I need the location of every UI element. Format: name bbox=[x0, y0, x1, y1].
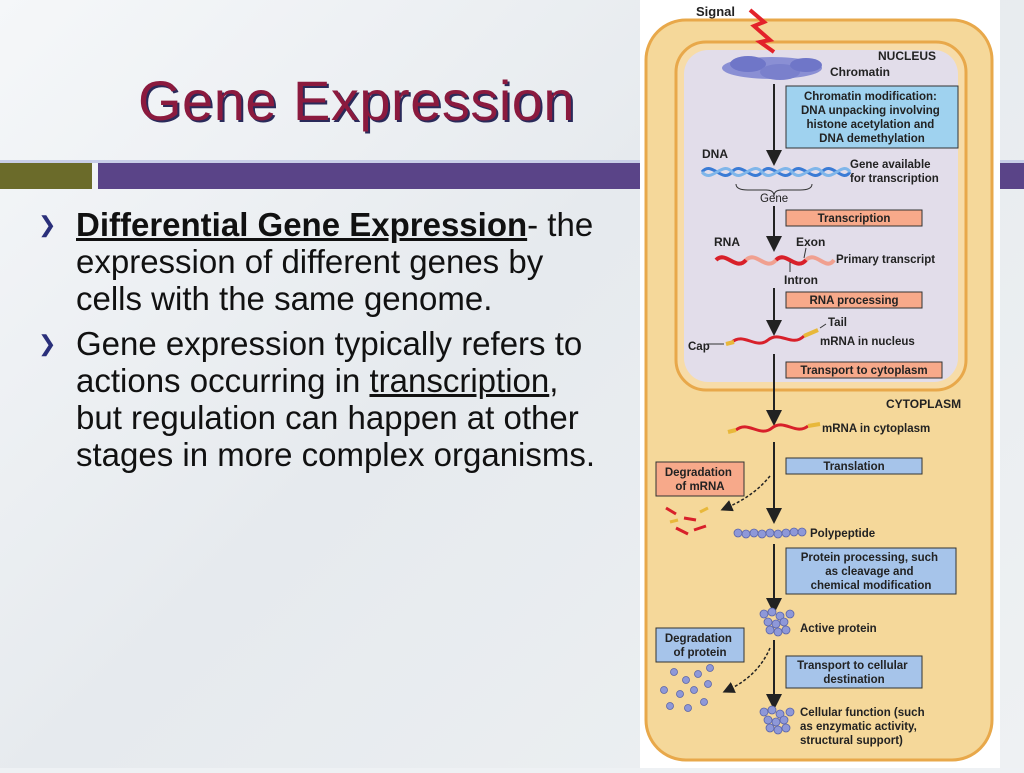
bullet-text: , but regulation can happen at other sta… bbox=[76, 362, 596, 473]
transcription-box bbox=[785, 209, 923, 227]
degradation-protein-text: Degradation of protein bbox=[665, 633, 735, 659]
tail-mark bbox=[807, 422, 821, 428]
bullet-item: ❯ Differential Gene Expression- the expr… bbox=[38, 206, 598, 317]
protein-fragments-icon bbox=[660, 664, 714, 712]
transport-cellular-box bbox=[785, 655, 923, 689]
bullet-text: - the expression of different genes by c… bbox=[76, 206, 594, 317]
gene-expression-diagram: Signal NUCLEUS Chromatin Chromatin modif… bbox=[644, 4, 994, 762]
functional-protein-icon bbox=[759, 705, 795, 735]
dna-helix-icon bbox=[700, 167, 852, 177]
chromatin-icon bbox=[722, 56, 822, 80]
transcription-label: Transcription bbox=[818, 213, 891, 225]
cytoplasm-label: CYTOPLASM bbox=[886, 397, 961, 411]
chevron-bullet-icon: ❯ bbox=[38, 212, 57, 237]
divider-line bbox=[0, 160, 1024, 163]
exon-segment bbox=[774, 255, 808, 266]
chromatin-modification-box bbox=[785, 85, 959, 149]
cap-mark bbox=[725, 340, 735, 346]
cellular-function-text: Cellular function (such as enzymatic act… bbox=[800, 707, 928, 747]
rna-processing-box bbox=[785, 291, 923, 309]
gene-bracket bbox=[735, 183, 813, 197]
gene-label: Gene bbox=[760, 193, 788, 205]
signal-bolt-icon bbox=[748, 8, 776, 54]
chromatin-modification-text: Chromatin modification: DNA unpacking in… bbox=[801, 91, 943, 145]
exon-segment bbox=[714, 255, 748, 266]
signal-label: Signal bbox=[696, 4, 735, 19]
intron-label: Intron bbox=[784, 273, 818, 287]
degradation-mrna-text: Degradation of mRNA bbox=[665, 467, 735, 493]
protein-processing-box bbox=[785, 547, 957, 595]
tail-label: Tail bbox=[828, 317, 847, 329]
degradation-arrow bbox=[720, 475, 771, 512]
polypeptide-icon bbox=[733, 527, 807, 539]
degradation-protein-box bbox=[655, 627, 745, 663]
active-protein-icon bbox=[759, 607, 795, 637]
gene-available-text: Gene available for transcription bbox=[850, 159, 939, 185]
transport-cytoplasm-label: Transport to cytoplasm bbox=[800, 365, 927, 377]
bullet-list: ❯ Differential Gene Expression- the expr… bbox=[38, 206, 598, 481]
mrna-nucleus-label: mRNA in nucleus bbox=[820, 336, 915, 348]
divider-olive-bar bbox=[0, 163, 92, 189]
dna-label: DNA bbox=[702, 147, 728, 161]
bullet-item: ❯ Gene expression typically refers to ac… bbox=[38, 325, 598, 473]
mrna-fragments-icon bbox=[665, 506, 709, 536]
tail-pointer bbox=[819, 323, 827, 329]
mrna-cytoplasm-label: mRNA in cytoplasm bbox=[822, 423, 930, 435]
rna-processing-label: RNA processing bbox=[809, 295, 898, 307]
polypeptide-label: Polypeptide bbox=[810, 528, 875, 540]
transcription-link[interactable]: transcription bbox=[369, 362, 550, 399]
chevron-bullet-icon: ❯ bbox=[38, 331, 57, 356]
mrna-cytoplasm-strand bbox=[735, 423, 809, 433]
cap-label: Cap bbox=[688, 341, 710, 353]
slide-title: Gene Expression bbox=[138, 69, 576, 132]
rna-label: RNA bbox=[714, 235, 740, 249]
active-protein-label: Active protein bbox=[800, 623, 877, 635]
nucleus-label: NUCLEUS bbox=[878, 49, 936, 63]
degradation-mrna-box bbox=[655, 461, 745, 497]
exon-label: Exon bbox=[796, 235, 825, 249]
chromatin-label: Chromatin bbox=[830, 65, 890, 79]
mrna-nucleus-strand bbox=[731, 334, 806, 345]
bullet-text: Gene expression typically refers to acti… bbox=[76, 325, 583, 399]
primary-transcript-label: Primary transcript bbox=[836, 254, 935, 266]
translation-box bbox=[785, 457, 923, 475]
transport-cellular-text: Transport to cellular destination bbox=[797, 660, 911, 686]
degradation-arrow bbox=[722, 647, 771, 693]
protein-processing-text: Protein processing, such as cleavage and… bbox=[801, 552, 942, 592]
tail-mark bbox=[803, 328, 819, 338]
cap-mark bbox=[727, 428, 737, 434]
gene-expression-figure: Signal NUCLEUS Chromatin Chromatin modif… bbox=[640, 0, 1000, 768]
transport-cytoplasm-box bbox=[785, 361, 943, 379]
bullet-term: Differential Gene Expression bbox=[76, 206, 528, 243]
exon-pointer bbox=[803, 247, 807, 259]
translation-label: Translation bbox=[823, 461, 884, 473]
